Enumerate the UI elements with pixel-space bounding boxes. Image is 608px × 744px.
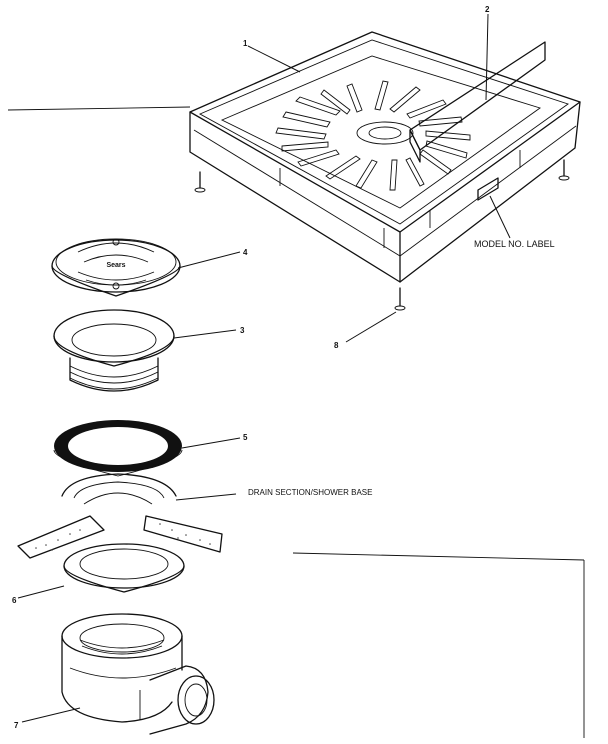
drain-section-label: DRAIN SECTION/SHOWER BASE — [248, 488, 372, 497]
drain-body — [61, 613, 215, 735]
leveling-feet — [194, 159, 570, 193]
drain-flange — [53, 309, 175, 392]
reference-lines — [7, 106, 585, 738]
callout-part-3: 3 — [240, 326, 245, 335]
callout-part-8: 8 — [334, 341, 339, 350]
drain-section-cutaway — [17, 473, 223, 559]
model-label-plate — [477, 177, 511, 239]
callout-part-5: 5 — [243, 433, 248, 442]
rubber-gasket — [53, 420, 183, 477]
callout-part-6: 6 — [12, 596, 17, 605]
floor-ribs — [275, 80, 471, 191]
base-speckle — [35, 523, 211, 551]
leader-lines — [17, 13, 489, 723]
callout-part-2: 2 — [485, 5, 490, 14]
threshold-curb — [409, 41, 546, 163]
model-no-label-text: MODEL NO. LABEL — [474, 239, 555, 249]
callout-part-1: 1 — [243, 39, 248, 48]
lock-ring — [63, 543, 185, 593]
callout-part-7: 7 — [14, 721, 19, 730]
drain-strainer — [51, 238, 181, 297]
shower-base-tray — [189, 31, 581, 283]
screw-part-8 — [345, 287, 406, 343]
callout-part-4: 4 — [243, 248, 248, 257]
strainer-brand-text: Sears — [106, 262, 125, 269]
